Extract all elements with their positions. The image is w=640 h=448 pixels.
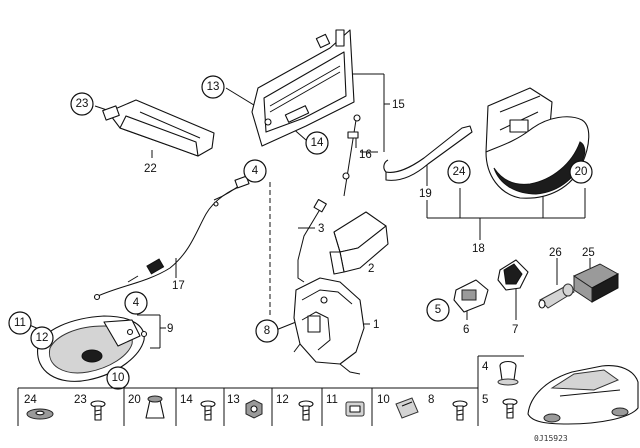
screw-icon	[90, 400, 106, 421]
clip-nut-icon	[345, 401, 365, 417]
rod-part-3	[297, 198, 327, 283]
module-part-25	[572, 263, 620, 303]
bracket-part-22	[102, 99, 215, 157]
callout-label-11: 11	[14, 317, 26, 329]
inner-handle-bowl-9	[37, 315, 148, 382]
callout-circle: 20	[569, 160, 593, 184]
callout-label-20: 20	[575, 166, 588, 178]
door-lock-1	[293, 277, 365, 375]
hardware-table	[17, 355, 524, 426]
callout-circle: 8	[255, 319, 279, 343]
callout-label-24: 24	[453, 166, 466, 178]
callout-label-5: 5	[435, 304, 441, 316]
part-label-22: 22	[144, 163, 157, 175]
callout-circle: 13	[201, 75, 225, 99]
grommet-icon	[497, 360, 519, 386]
panel-carrier-15	[251, 29, 355, 147]
screw-icon	[200, 400, 216, 421]
bezel-parts-6-7	[453, 259, 529, 313]
callout-label-8: 8	[264, 325, 270, 337]
hardware-label-20: 20	[128, 394, 141, 406]
screw-icon	[298, 400, 314, 421]
part-label-15: 15	[392, 99, 405, 111]
part-label-7: 7	[512, 324, 518, 336]
callout-circle: 11	[8, 311, 32, 335]
hardware-label-12: 12	[276, 394, 289, 406]
part-label-1: 1	[373, 319, 379, 331]
lock-cylinder-26	[538, 283, 575, 309]
hardware-label-8: 8	[428, 394, 434, 406]
part-label-25: 25	[582, 247, 595, 259]
part-label-2: 2	[368, 263, 374, 275]
callout-label-12: 12	[36, 332, 49, 344]
screw-icon	[452, 400, 468, 421]
spring-clip-icon	[395, 397, 419, 419]
part-label-18: 18	[472, 243, 485, 255]
callout-label-23: 23	[76, 98, 89, 110]
actuator-part-2	[329, 211, 389, 275]
callout-circle: 10	[106, 366, 130, 390]
part-label-9: 9	[167, 323, 173, 335]
car-silhouette-icon	[527, 365, 639, 425]
part-label-26: 26	[549, 247, 562, 259]
callout-circle: 4	[243, 159, 267, 183]
plug-icon	[145, 395, 165, 419]
callout-label-4: 4	[252, 165, 259, 177]
hardware-label-10: 10	[377, 394, 390, 406]
callout-label-10: 10	[112, 372, 125, 384]
bowden-cable-17	[93, 175, 250, 301]
callout-label-14: 14	[311, 137, 324, 149]
part-label-19: 19	[419, 188, 432, 200]
hardware-label-14: 14	[180, 394, 193, 406]
hardware-label-23: 23	[74, 394, 87, 406]
callout-circle: 14	[305, 131, 329, 155]
callout-circle: 24	[447, 160, 471, 184]
hardware-label-13: 13	[227, 394, 240, 406]
part-label-16: 16	[359, 149, 372, 161]
diagram-code: 0J15923	[534, 434, 568, 443]
hex-nut-icon	[245, 399, 263, 419]
door-handle-assembly-18	[383, 87, 590, 199]
part-label-6: 6	[463, 324, 469, 336]
screw-icon	[502, 398, 518, 419]
part-label-17: 17	[172, 280, 185, 292]
callout-circle: 4	[124, 291, 148, 315]
hardware-label-11: 11	[326, 394, 338, 406]
part-label-3: 3	[318, 223, 324, 235]
callout-circle: 12	[30, 326, 54, 350]
callout-circle: 23	[70, 92, 94, 116]
callout-label-13: 13	[207, 81, 220, 93]
link-rod-16	[342, 114, 361, 197]
hardware-label-4: 4	[482, 361, 489, 373]
washer-icon	[26, 408, 54, 420]
hardware-label-5: 5	[482, 394, 488, 406]
hardware-label-24: 24	[24, 394, 37, 406]
callout-label-4: 4	[133, 297, 140, 309]
callout-circle: 5	[426, 298, 450, 322]
